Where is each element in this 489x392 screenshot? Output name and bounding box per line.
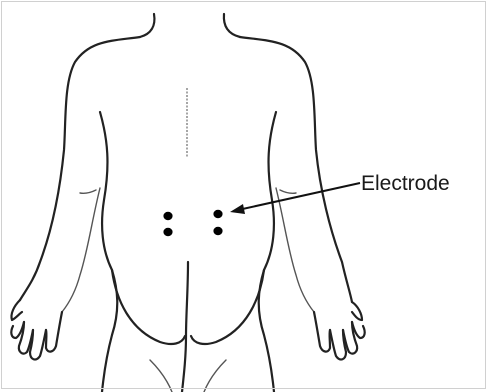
electrodes xyxy=(163,210,222,236)
buttocks-crease-right xyxy=(204,360,226,392)
right-arm-inner xyxy=(276,188,314,312)
right-elbow-mark xyxy=(280,190,296,193)
callout-label: Electrode xyxy=(361,172,450,195)
right-hand xyxy=(314,302,365,359)
left-arm-outer xyxy=(20,37,140,300)
left-hand xyxy=(11,300,62,359)
neck-right xyxy=(224,14,240,37)
electrode-right-upper xyxy=(213,210,222,218)
right-arm-outer xyxy=(240,37,352,302)
left-torso-side xyxy=(100,112,117,392)
gluteal-cleft xyxy=(182,262,188,392)
left-elbow-mark xyxy=(80,190,96,193)
electrode-left-lower xyxy=(163,228,172,236)
electrode-right-lower xyxy=(213,227,222,235)
right-torso-side xyxy=(259,112,276,392)
buttocks-crease-left xyxy=(150,360,172,392)
buttocks-right xyxy=(191,270,264,344)
neck-left xyxy=(140,14,154,37)
left-arm-inner xyxy=(62,188,100,312)
callout-arrow xyxy=(230,183,360,214)
electrode-left-upper xyxy=(163,212,172,220)
buttocks-left xyxy=(112,270,185,344)
arrowhead xyxy=(230,204,245,214)
body-outline xyxy=(20,14,352,392)
